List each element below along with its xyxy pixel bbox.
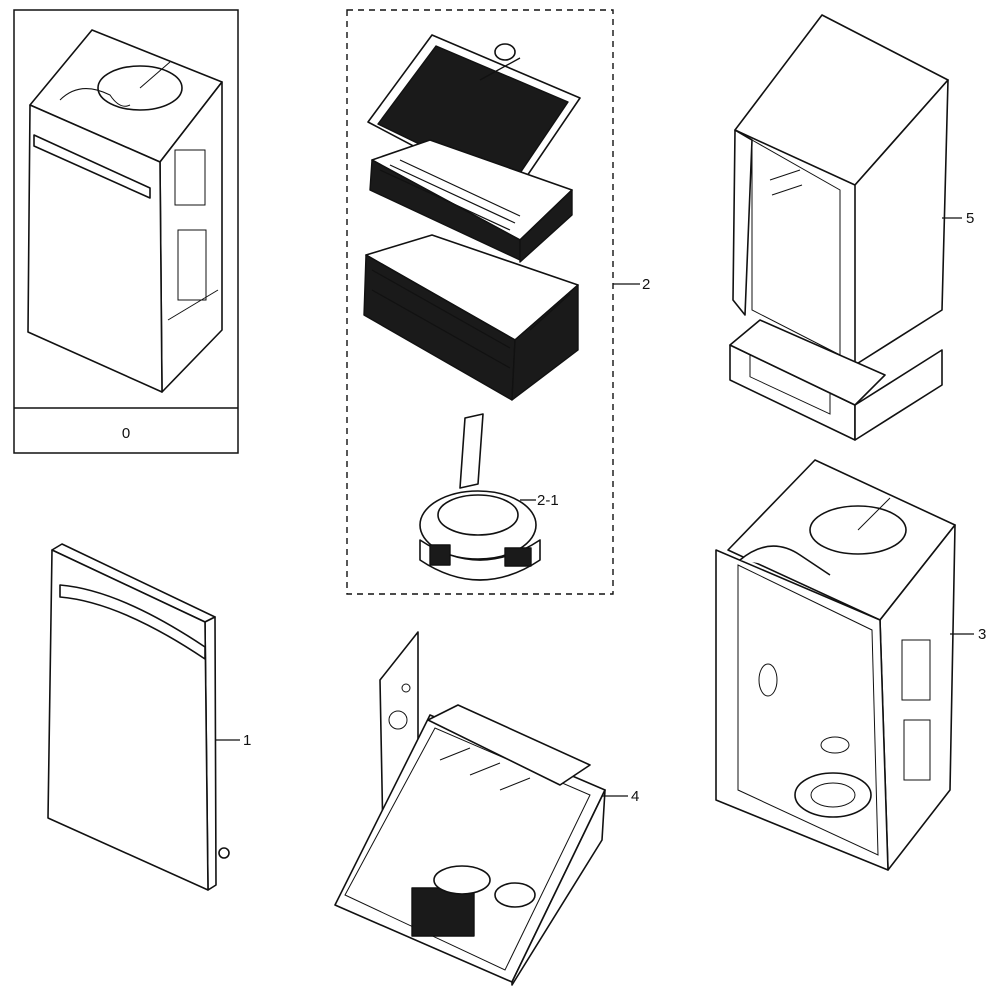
upper-rack-drawing[interactable] — [369, 139, 573, 263]
assembly-box: 0 — [13, 9, 239, 454]
label-rack-kit: 2 — [642, 276, 650, 293]
lower-rack-drawing[interactable] — [363, 234, 579, 401]
tub-assembly-drawing[interactable] — [715, 459, 956, 871]
callout-base: 4 — [602, 788, 639, 805]
sump-assembly-drawing[interactable] — [419, 413, 541, 581]
label-assembly: 0 — [122, 425, 130, 442]
callout-sump: 2-1 — [520, 492, 559, 509]
callout-cabinet: 5 — [942, 210, 974, 227]
dishwasher-assembly-drawing[interactable] — [27, 29, 223, 393]
callout-tub: 3 — [950, 626, 986, 643]
base-frame-drawing[interactable] — [334, 631, 606, 986]
label-door: 1 — [243, 732, 251, 749]
rack-kit-box: 2 — [346, 9, 650, 595]
label-tub: 3 — [978, 626, 986, 643]
label-cabinet: 5 — [966, 210, 974, 227]
cabinet-frame-drawing[interactable] — [729, 14, 949, 441]
callout-door: 1 — [216, 732, 251, 749]
door-panel-drawing[interactable] — [47, 543, 230, 891]
label-base: 4 — [631, 788, 639, 805]
label-sump: 2-1 — [537, 492, 559, 509]
